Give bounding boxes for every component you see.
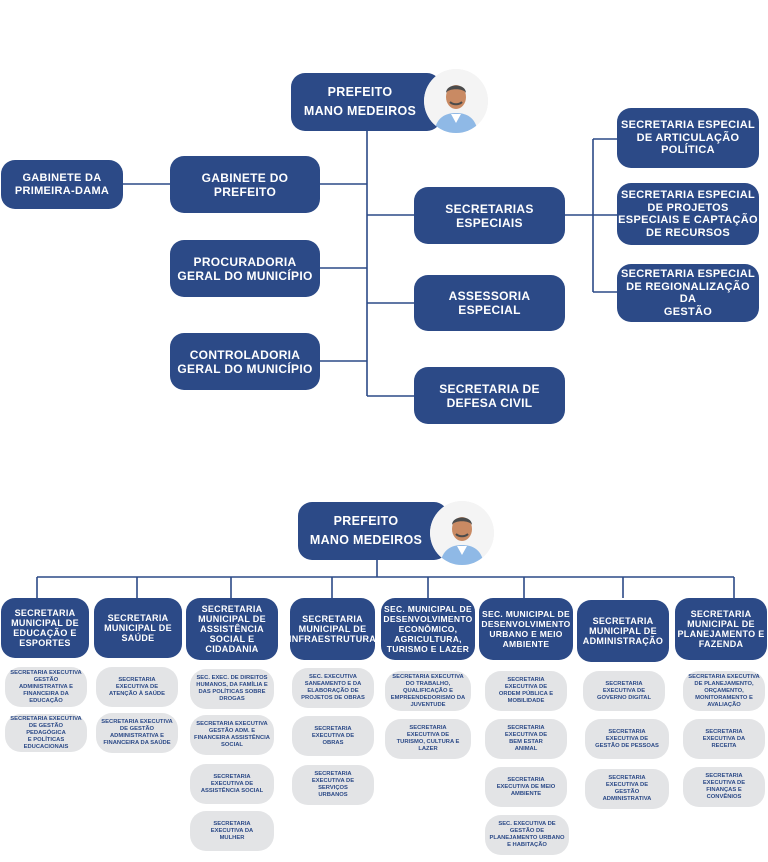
sec-exec-item: SECRETARIA EXECUTIVA DA RECEITA	[683, 719, 765, 759]
sec-exec-item: SECRETARIA EXECUTIVA DE ASSISTÊNCIA SOCI…	[190, 764, 274, 804]
sec-exec-item: SECRETARIA EXECUTIVA DE SERVIÇOS URBANOS	[292, 765, 374, 805]
sec-desenv-urbano-box: SEC. MUNICIPAL DE DESENVOLVIMENTO URBANO…	[479, 598, 573, 660]
sec-administracao-box: SECRETARIA MUNICIPAL DE ADMINISTRAÇÃO	[577, 600, 669, 662]
sec-exec-item: SECRETARIA EXECUTIVA DE GESTÃO ADMINISTR…	[585, 769, 669, 809]
sec-exec-item: SECRETARIA EXECUTIVA DE ORDEM PÚBLICA E …	[485, 671, 567, 711]
procuradoria-box: PROCURADORIA GERAL DO MUNICÍPIO	[170, 240, 320, 297]
mayor-photo	[424, 69, 488, 133]
sec-exec-item: SEC. EXECUTIVA DE GESTÃO DE PLANEJAMENTO…	[485, 815, 569, 855]
mayor-photo-bottom	[430, 501, 494, 565]
especial-projetos-box: SECRETARIA ESPECIAL DE PROJETOS ESPECIAI…	[617, 183, 759, 245]
sec-exec-item: SECRETARIA EXECUTIVA DE GESTÃO DE PESSOA…	[585, 719, 669, 759]
sec-exec-item: SECRETARIA EXECUTIVA DE PLANEJAMENTO, OR…	[683, 671, 765, 711]
sec-exec-item: SECRETARIA EXECUTIVA DO TRABALHO, QUALIF…	[385, 671, 471, 711]
sec-exec-item: SECRETARIA EXECUTIVA DE FINANÇAS E CONVÊ…	[683, 767, 765, 807]
assessoria-box: ASSESSORIA ESPECIAL	[414, 275, 565, 331]
sec-exec-item: SECRETARIA EXECUTIVA DE OBRAS	[292, 716, 374, 756]
especial-regionalizacao-box: SECRETARIA ESPECIAL DE REGIONALIZAÇÃO DA…	[617, 264, 759, 322]
sec-exec-item: SECRETARIA EXECUTIVA DE BEM ESTAR ANIMAL	[485, 719, 567, 759]
especial-articulacao-box: SECRETARIA ESPECIAL DE ARTICULAÇÃO POLÍT…	[617, 108, 759, 168]
mayor-office-box: GABINETE DO PREFEITO	[170, 156, 320, 213]
sec-planejamento-box: SECRETARIA MUNICIPAL DE PLANEJAMENTO E F…	[675, 598, 767, 660]
defesa-civil-box: SECRETARIA DE DEFESA CIVIL	[414, 367, 565, 424]
sec-exec-item: SECRETARIA EXECUTIVA DE GESTÃO ADMINISTR…	[96, 713, 178, 753]
mayor-box-bottom: PREFEITO MANO MEDEIROS	[298, 502, 448, 560]
sec-exec-item: SEC. EXEC. DE DIREITOS HUMANOS, DA FAMÍL…	[190, 669, 274, 709]
sec-exec-item: SECRETARIA EXECUTIVA DE MEIO AMBIENTE	[485, 767, 567, 807]
secretarias-especiais-box: SECRETARIAS ESPECIAIS	[414, 187, 565, 244]
sec-desenv-economico-box: SEC. MUNICIPAL DE DESENVOLVIMENTO ECONÔM…	[381, 598, 475, 660]
sec-exec-item: SECRETARIA EXECUTIVA GESTÃO ADMINISTRATI…	[5, 667, 87, 707]
controladoria-box: CONTROLADORIA GERAL DO MUNICÍPIO	[170, 333, 320, 390]
sec-exec-item: SECRETARIA EXECUTIVA GESTÃO ADM. E FINAN…	[190, 715, 274, 755]
sec-saude-box: SECRETARIA MUNICIPAL DE SAÚDE	[94, 598, 182, 658]
sec-exec-item: SECRETARIA EXECUTIVA DE GESTÃO PEDAGÓGIC…	[5, 714, 87, 752]
sec-infraestrutura-box: SECRETARIA MUNICIPAL DE INFRAESTRUTURA	[289, 598, 376, 660]
first-lady-office-box: GABINETE DA PRIMEIRA-DAMA	[1, 160, 123, 209]
sec-exec-item: SECRETARIA EXECUTIVA DE GOVERNO DIGITAL	[583, 671, 665, 711]
sec-exec-item: SECRETARIA EXECUTIVA DA MULHER	[190, 811, 274, 851]
sec-assistencia-box: SECRETARIA MUNICIPAL DE ASSISTÊNCIA SOCI…	[186, 598, 278, 660]
sec-educacao-box: SECRETARIA MUNICIPAL DE EDUCAÇÃO E ESPOR…	[1, 598, 89, 658]
sec-exec-item: SECRETARIA EXECUTIVA DE TURISMO, CULTURA…	[385, 719, 471, 759]
sec-exec-item: SECRETARIA EXECUTIVA DE ATENÇÃO À SAÚDE	[96, 667, 178, 707]
mayor-box: PREFEITO MANO MEDEIROS	[291, 73, 441, 131]
sec-exec-item: SEC. EXECUTIVA SANEAMENTO E DA ELABORAÇÃ…	[292, 668, 374, 708]
